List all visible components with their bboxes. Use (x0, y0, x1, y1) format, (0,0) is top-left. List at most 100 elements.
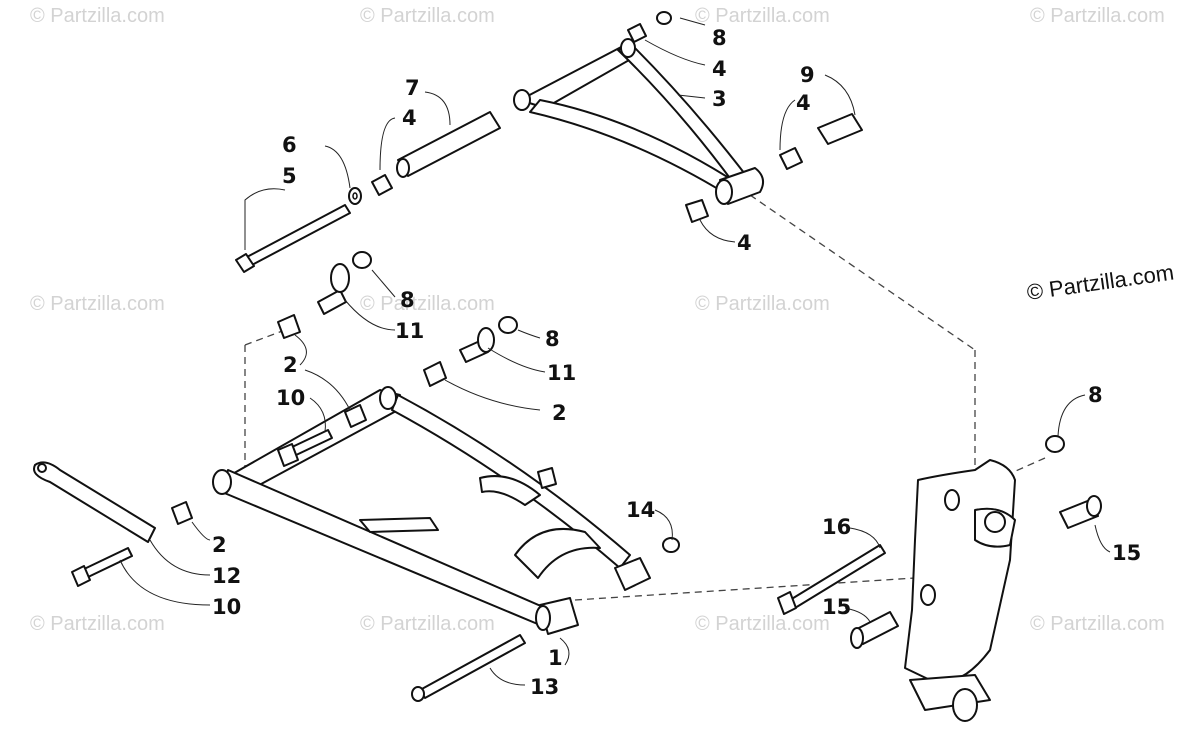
bushing-4-top (627, 23, 647, 43)
callout-8: 8 (1088, 383, 1103, 407)
nut-14 (662, 537, 680, 553)
lower-arm-shock-mount (514, 528, 601, 579)
assembly-line (244, 329, 286, 346)
bushing-11-flange (330, 263, 350, 293)
watermark-text: © Partzilla.com (30, 613, 165, 635)
upper-arm-bushing-end (620, 38, 636, 58)
callout-9: 9 (800, 63, 815, 87)
callout-12: 12 (212, 564, 241, 588)
nut-8-upper (352, 251, 372, 269)
upper-arm-bushing-end (513, 89, 531, 111)
watermark-text: © Partzilla.com (1030, 5, 1165, 27)
callout-15: 15 (1112, 541, 1141, 565)
pin-head (850, 627, 864, 649)
watermark-main-text: © Partzilla.com (1025, 260, 1175, 305)
lower-arm-gusset (479, 475, 541, 506)
upper-arm-sleeve-end (715, 179, 733, 205)
leader-line (371, 269, 396, 298)
callout-3: 3 (712, 87, 727, 111)
bolt-head (411, 686, 425, 702)
leader-line (379, 117, 396, 171)
bushing-4-lower (685, 199, 709, 223)
leader-line (489, 667, 526, 686)
leader-line (444, 379, 541, 411)
lower-arm-plate (359, 517, 439, 533)
callout-2: 2 (283, 353, 298, 377)
washer-hole (352, 192, 358, 200)
callout-10: 10 (276, 386, 305, 410)
spindle-body (904, 459, 1016, 683)
bolt-head (777, 591, 797, 615)
callout-7: 7 (405, 76, 420, 100)
watermark-text: © Partzilla.com (360, 613, 495, 635)
watermark-text: © Partzilla.com (30, 293, 165, 315)
callout-10: 10 (212, 595, 241, 619)
callout-4: 4 (402, 106, 417, 130)
bushing-2-lower-left (171, 501, 193, 525)
leader-line (149, 539, 211, 576)
lower-arm-sleeve-end (535, 605, 551, 631)
watermark-text: © Partzilla.com (695, 613, 830, 635)
callout-2: 2 (212, 533, 227, 557)
leader-line (309, 397, 326, 433)
washer-6 (348, 187, 362, 205)
bolt-head (235, 253, 255, 273)
callout-13: 13 (530, 675, 559, 699)
watermark-text: © Partzilla.com (30, 5, 165, 27)
leader-line (677, 94, 706, 99)
callouts: 1 2 2 2 3 4 4 4 4 5 6 7 8 8 8 8 9 10 10 … (212, 26, 1141, 699)
spindle-upper-hole (944, 489, 960, 511)
leader-line (344, 299, 396, 331)
callout-4: 4 (737, 231, 752, 255)
upper-bolt-5 (244, 204, 351, 267)
callout-6: 6 (282, 133, 297, 157)
leader-line (1094, 524, 1111, 553)
leader-line (779, 99, 796, 151)
spindle-steering-arm (909, 674, 991, 711)
lower-a-arm (212, 386, 651, 635)
spindle-ball-joint (952, 688, 978, 722)
watermark-text: © Partzilla.com (360, 5, 495, 27)
spindle-nut (984, 511, 1006, 533)
callout-5: 5 (282, 164, 297, 188)
leader-line (294, 334, 307, 366)
callout-16: 16 (822, 515, 851, 539)
link-hole (37, 463, 47, 473)
callout-1: 1 (548, 646, 563, 670)
lower-arm-end (212, 469, 232, 495)
pin-head (1086, 495, 1102, 517)
bushing-11-flange (477, 327, 495, 353)
leader-line (844, 607, 871, 623)
bolt-head (277, 443, 299, 467)
bushing-2-upper (277, 314, 301, 339)
leader-line (324, 145, 351, 189)
watermark-text: © Partzilla.com (1030, 613, 1165, 635)
leader-line (517, 329, 541, 339)
upper-arm-front-tube (519, 44, 639, 109)
lower-arm-tab (537, 467, 557, 489)
upper-hardware (235, 11, 863, 273)
callout-8: 8 (712, 26, 727, 50)
callout-8: 8 (400, 288, 415, 312)
leader-line (849, 527, 881, 549)
lower-arm-end (379, 386, 397, 410)
nut-8-right (498, 316, 518, 334)
leader-line (304, 369, 351, 411)
bushing-11-upper (317, 289, 347, 315)
link-12 (33, 461, 156, 543)
watermark-text: © Partzilla.com (695, 293, 830, 315)
leader-line (654, 509, 673, 541)
assembly-line (749, 194, 976, 351)
spindle-assembly (777, 435, 1102, 722)
bolt-13 (419, 634, 526, 699)
leader-line (824, 74, 856, 116)
upper-a-arm (513, 38, 765, 205)
callout-8: 8 (545, 327, 560, 351)
leader-line (559, 637, 570, 666)
leader-line (424, 91, 451, 126)
sleeve-end (396, 158, 410, 178)
callout-4: 4 (712, 57, 727, 81)
leader-lines (119, 17, 1111, 686)
bushing-2-mid (344, 404, 367, 428)
